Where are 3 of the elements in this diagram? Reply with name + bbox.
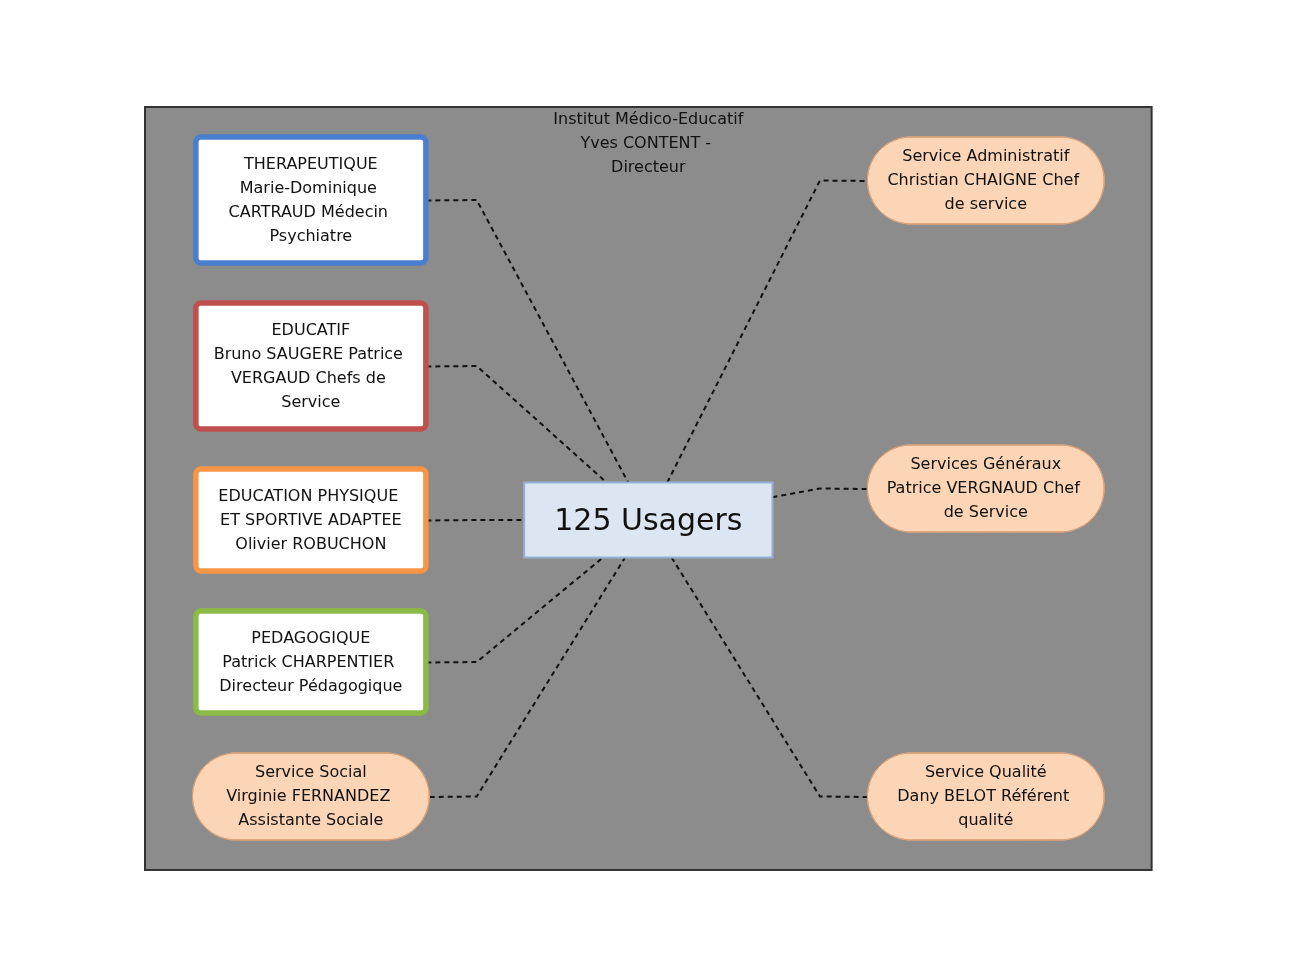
connector — [670, 556, 869, 798]
connector — [428, 556, 626, 798]
node-box: 125 Usagers — [522, 481, 774, 559]
